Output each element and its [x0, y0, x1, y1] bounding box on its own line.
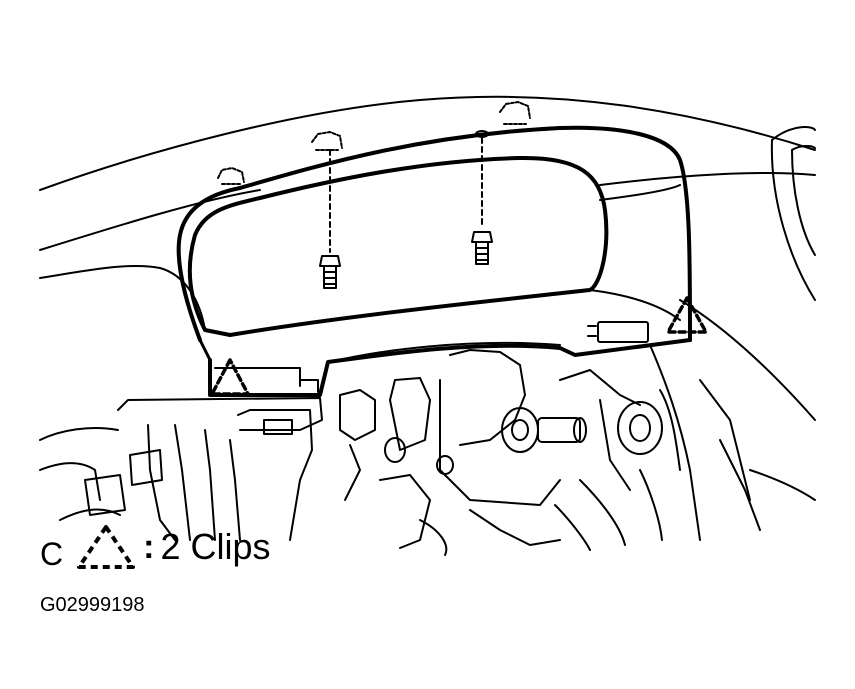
clip-marker-right-icon: [666, 296, 708, 334]
left-bracket-and-harness: [39, 397, 323, 541]
dashed-triangle-clip-icon: [77, 525, 136, 569]
legend: C : 2 Clips: [40, 520, 270, 574]
figure-code: G02999198: [40, 594, 145, 616]
right-side-wiring: [554, 344, 761, 551]
top-edge-hidden-clips: [217, 101, 531, 185]
clip-marker-left-icon: [210, 358, 250, 396]
screw-left: [319, 149, 341, 289]
side-air-vent: [770, 126, 816, 301]
legend-letter: C: [40, 535, 64, 572]
legend-colon: :: [143, 527, 155, 566]
screw-right: [471, 130, 493, 265]
cluster-finish-panel: [176, 125, 692, 397]
legend-label: 2 Clips: [160, 526, 271, 567]
dashboard-contours: [39, 95, 816, 501]
steering-column-assembly: [339, 349, 663, 556]
